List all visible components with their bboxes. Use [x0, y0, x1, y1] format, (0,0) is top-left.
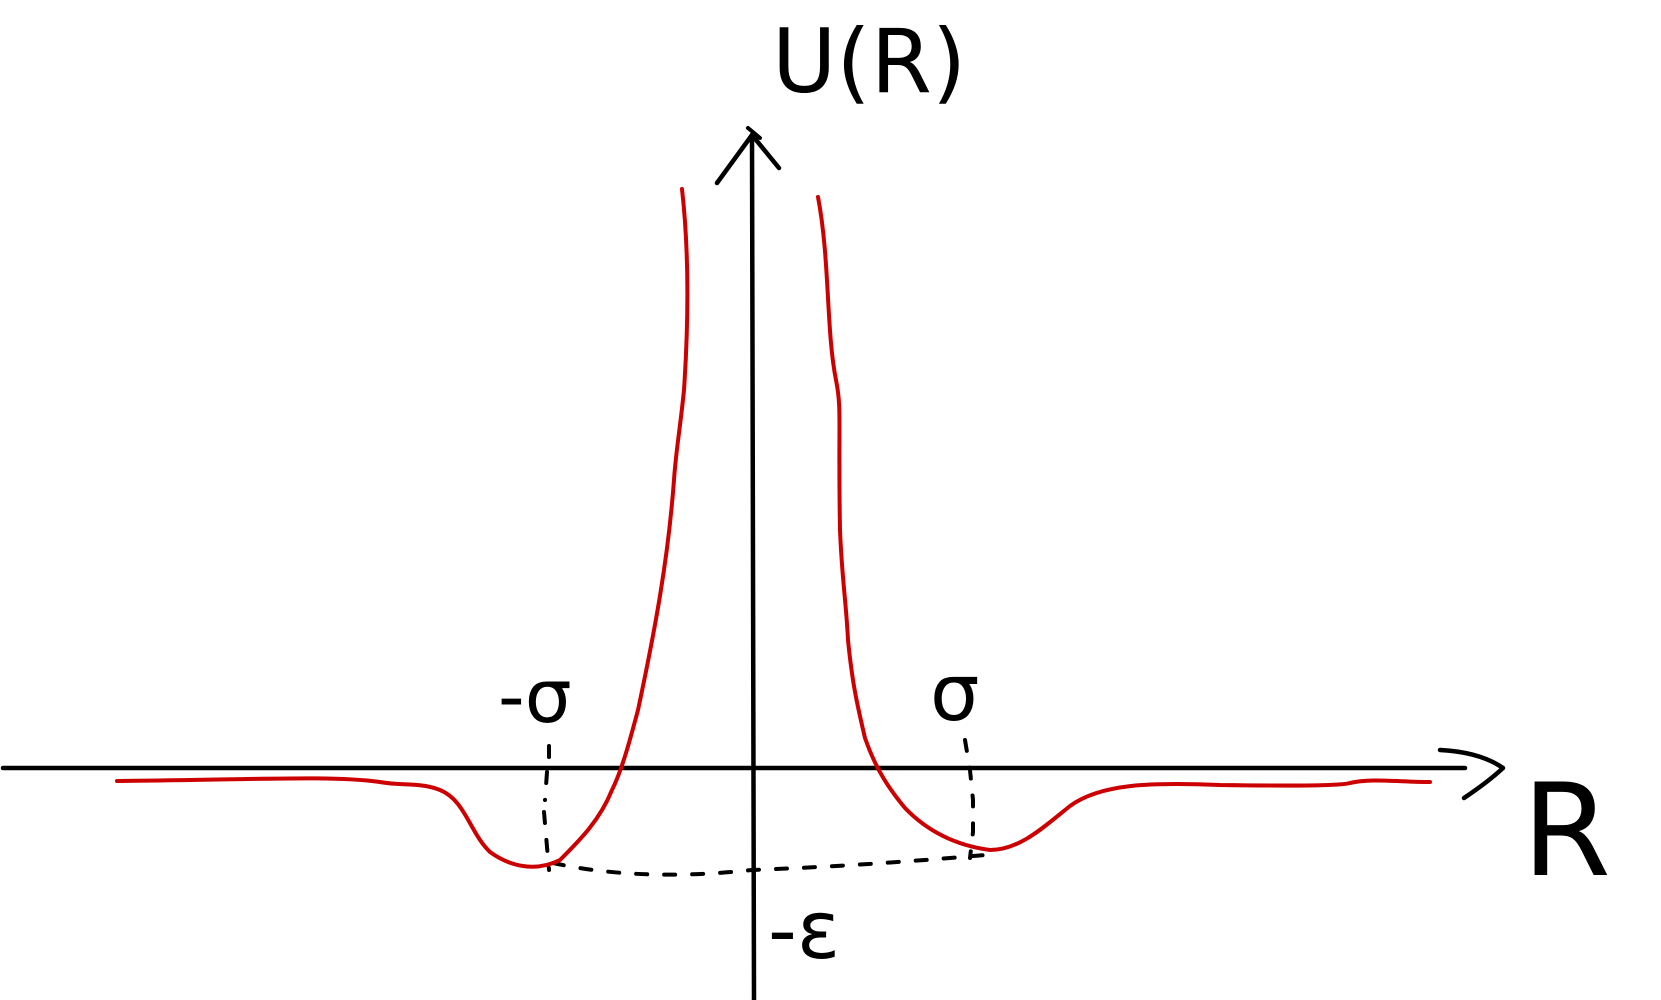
well-depth-label: -ε — [768, 884, 840, 977]
sigma-left-label: -σ — [498, 654, 572, 740]
guide-lines — [542, 738, 987, 877]
x-axis-arrowhead — [1437, 747, 1506, 801]
curve-left-branch — [115, 187, 690, 869]
y-axis-arrowhead — [714, 132, 782, 186]
x-axis — [0, 747, 1506, 801]
y-axis-label: U(R) — [772, 10, 966, 113]
x-axis-label: R — [1522, 757, 1611, 906]
sigma-right-guide — [963, 738, 975, 860]
y-axis — [714, 126, 782, 1000]
sigma-right-label: σ — [930, 649, 979, 739]
potential-curve — [115, 187, 1432, 869]
y-axis-arrow-tick — [746, 126, 762, 140]
y-axis-line — [749, 132, 757, 1000]
sigma-left-guide — [542, 744, 551, 872]
labels: U(R) R -σ σ -ε — [498, 10, 1611, 977]
curve-right-branch — [816, 195, 1432, 852]
well-depth-guide — [551, 853, 987, 877]
